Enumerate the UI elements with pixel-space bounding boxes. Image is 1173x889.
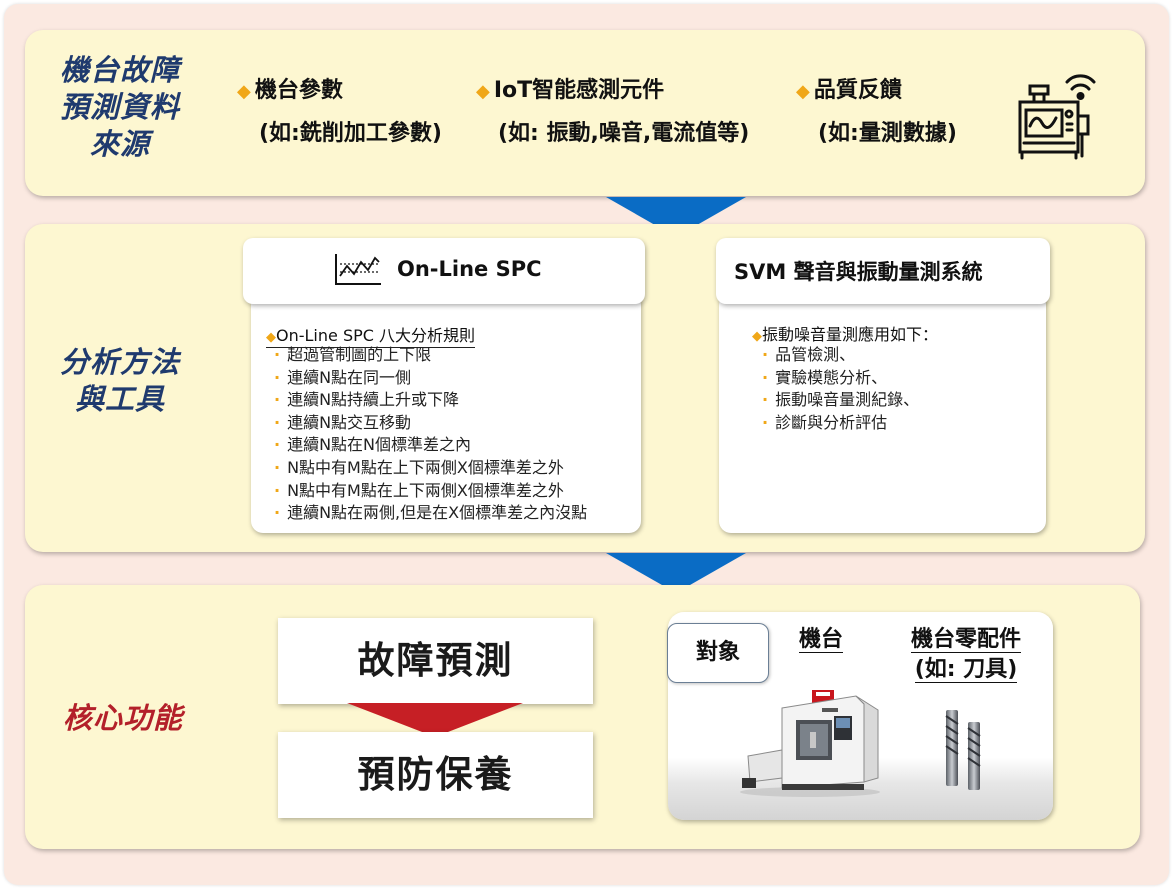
- spc-rules-list: 超過管制圖的上下限 連續N點在同一側 連續N點持續上升或下降 連續N點交互移動 …: [274, 344, 587, 525]
- list-item: N點中有M點在上下兩側X個標準差之外: [274, 480, 587, 503]
- spc-header-card: [243, 238, 645, 304]
- target-machine-label: 機台: [799, 625, 844, 655]
- source-item-detail: (如: 振動,噪音,電流值等): [498, 121, 750, 146]
- list-item: 連續N點在N個標準差之內: [274, 434, 587, 457]
- svm-applications-list: 品管檢測、 實驗模態分析、 振動噪音量測紀錄、 診斷與分析評估: [762, 344, 919, 434]
- list-item: 實驗模態分析、: [762, 367, 919, 390]
- list-item: 連續N點在同一側: [274, 367, 587, 390]
- fault-prediction-box: 故障預測: [278, 618, 593, 704]
- target-parts-label: 機台零配件 (如: 刀具): [896, 625, 1036, 685]
- spc-rules-title-text: On-Line SPC 八大分析規則: [276, 326, 476, 345]
- svm-applications-title: ◆振動噪音量測應用如下：: [752, 321, 938, 345]
- control-chart-icon: [335, 254, 381, 285]
- source-item-title: 品質反饋: [813, 78, 902, 103]
- iot-machine-icon: [1018, 74, 1096, 160]
- data-sources-title: 機台故障 預測資料 來源: [40, 52, 200, 163]
- list-item: N點中有M點在上下兩側X個標準差之外: [274, 457, 587, 480]
- source-item-detail: (如:量測數據): [818, 121, 957, 146]
- source-item-detail: (如:銑削加工參數): [259, 121, 442, 146]
- list-item: 振動噪音量測紀錄、: [762, 389, 919, 412]
- spc-header-label: On-Line SPC: [397, 257, 542, 281]
- list-item: 超過管制圖的上下限: [274, 344, 587, 367]
- flow-arrow-down-red: [347, 703, 523, 737]
- diamond-bullet-icon: ◆: [476, 81, 490, 102]
- diamond-bullet-icon: ◆: [237, 81, 251, 102]
- analysis-methods-title: 分析方法 與工具: [40, 344, 200, 418]
- diamond-bullet-icon: ◆: [266, 330, 276, 345]
- svm-applications-title-text: 振動噪音量測應用如下：: [762, 325, 939, 344]
- cutting-tool-icon: [945, 710, 981, 790]
- title-line: 機台故障: [59, 53, 180, 87]
- preventive-maintenance-box: 預防保養: [278, 732, 593, 818]
- list-item: 連續N點在兩側,但是在X個標準差之內沒點: [274, 502, 587, 525]
- list-item: 連續N點交互移動: [274, 412, 587, 435]
- target-label: 對象: [667, 623, 769, 683]
- source-item-title: 機台參數: [254, 78, 343, 103]
- list-item: 品管檢測、: [762, 344, 919, 367]
- diamond-bullet-icon: ◆: [752, 329, 762, 344]
- source-item-machine-params: ◆機台參數 (如:銑削加工參數): [237, 70, 442, 155]
- core-functions-title: 核心功能: [62, 701, 183, 735]
- cnc-machine-icon: [740, 690, 880, 797]
- target-machine-text: 機台: [799, 627, 844, 653]
- target-parts-line1: 機台零配件: [910, 627, 1021, 653]
- svm-header-card: [716, 238, 1050, 304]
- source-item-quality-feedback: ◆品質反饋 (如:量測數據): [796, 70, 957, 155]
- title-line: 預測資料: [59, 90, 180, 124]
- diamond-bullet-icon: ◆: [796, 81, 810, 102]
- title-line: 與工具: [74, 382, 165, 416]
- source-item-iot-sensors: ◆IoT智能感測元件 (如: 振動,噪音,電流值等): [476, 70, 749, 155]
- title-line: 來源: [89, 127, 150, 161]
- list-item: 連續N點持續上升或下降: [274, 389, 587, 412]
- svm-header-label: SVM 聲音與振動量測系統: [734, 260, 983, 284]
- list-item: 診斷與分析評估: [762, 412, 919, 435]
- source-item-title: IoT智能感測元件: [493, 78, 665, 103]
- title-line: 分析方法: [59, 345, 180, 379]
- target-parts-line2: (如: 刀具): [914, 657, 1018, 683]
- data-sources-panel: [25, 30, 1145, 196]
